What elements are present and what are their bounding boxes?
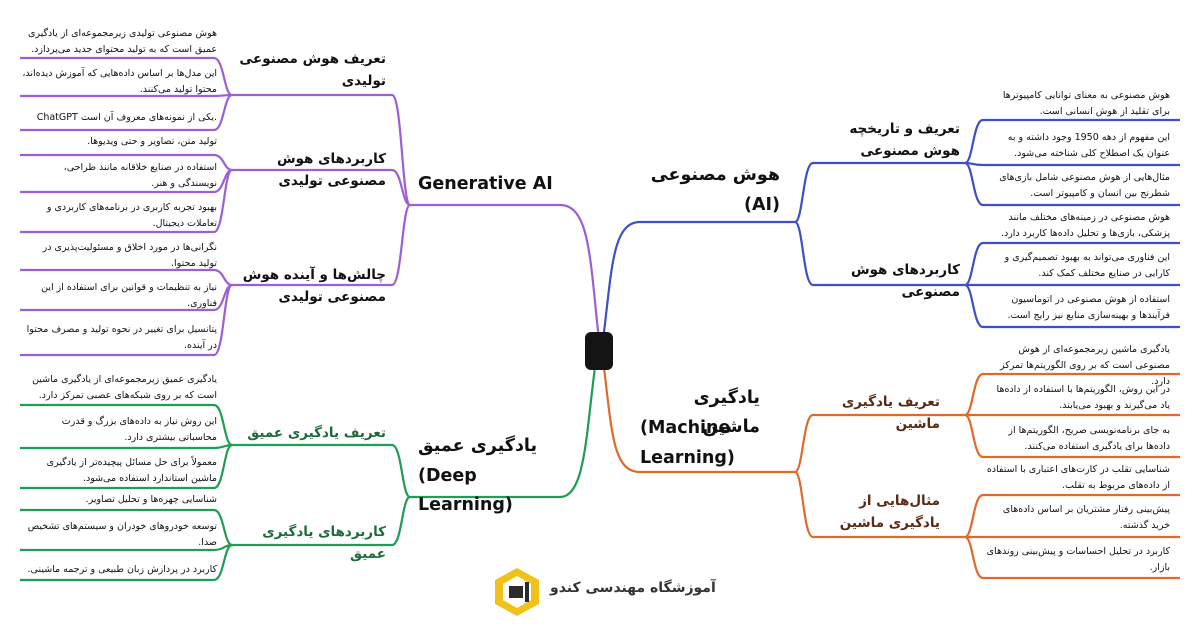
ml-examples-item: شناسایی تقلب در کارت‌های اعتباری با استف… xyxy=(986,464,1170,491)
dl-definition-item: معمولاً برای حل مسائل پیچیده‌تر از یادگی… xyxy=(46,457,217,484)
ai-definition-item: مثال‌هایی از هوش مصنوعی شامل بازی‌های شط… xyxy=(999,172,1170,199)
ml-examples-item: پیش‌بینی رفتار مشتریان بر اساس داده‌های … xyxy=(1002,504,1170,531)
dl-title-line-1: یادگیری عمیق xyxy=(418,436,538,456)
central-node xyxy=(585,332,613,370)
kando-logo xyxy=(495,568,539,616)
brand-name: آموزشگاه مهندسی کندو xyxy=(550,580,716,596)
dl-definition-title: تعریف یادگیری عمیق xyxy=(247,425,386,441)
dl-applications-title: کاربردهای یادگیری عمیق xyxy=(262,524,386,562)
gen-applications-item: استفاده در صنایع خلاقانه مانند طراحی، نو… xyxy=(63,162,217,189)
ai-connectors xyxy=(601,118,1180,341)
generative-ai-title: Generative AI xyxy=(418,174,553,194)
dl-connectors xyxy=(20,359,598,582)
ai-applications-title: کاربردهای هوش مصنوعی xyxy=(850,262,960,300)
ml-definition-item: به جای برنامه‌نویسی صریح، الگوریتم‌ها از… xyxy=(1008,425,1170,452)
dl-title-line-2: (Deep Learning) xyxy=(418,466,513,515)
generative-ai-connectors xyxy=(20,56,601,357)
ml-definition-item: در این روش، الگوریتم‌ها با استفاده از دا… xyxy=(996,384,1170,411)
dl-applications-item: کاربرد در پردازش زبان طبیعی و ترجمه ماشی… xyxy=(27,564,217,575)
dl-applications-item: شناسایی چهره‌ها و تحلیل تصاویر. xyxy=(85,494,217,505)
gen-definition-item: ChatGPT یکی از نمونه‌های معروف آن است. xyxy=(36,112,217,123)
gen-applications-item: بهبود تجربه کاربری در برنامه‌های کاربردی… xyxy=(46,202,217,229)
ml-examples-item: کاربرد در تحلیل احساسات و پیش‌بینی رونده… xyxy=(986,546,1170,573)
gen-definition-title: تعریف هوش مصنوعی تولیدی xyxy=(239,51,386,89)
ai-definition-item: هوش مصنوعی به معنای توانایی کامپیوترها ب… xyxy=(1002,90,1170,117)
ml-title-line-2: (Machine xyxy=(640,418,731,438)
dl-definition-item: یادگیری عمیق زیرمجموعه‌ای از یادگیری ماش… xyxy=(32,374,217,401)
dl-applications-item: توسعه خودروهای خودران و سیستم‌های تشخیص … xyxy=(27,521,217,548)
ai-applications-item: استفاده از هوش مصنوعی در اتوماسیون فرآین… xyxy=(1007,294,1170,321)
gen-definition-item: هوش مصنوعی تولیدی زیرمجموعه‌ای از یادگیر… xyxy=(27,28,217,55)
gen-applications-item: تولید متن، تصاویر و حتی ویدیوها. xyxy=(87,136,217,147)
ml-examples-title: مثال‌هایی از یادگیری ماشین xyxy=(839,493,940,531)
ai-applications-item: این فناوری می‌تواند به بهبود تصمیم‌گیری … xyxy=(1004,252,1170,279)
gen-definition-item: این مدل‌ها بر اساس داده‌هایی که آموزش دی… xyxy=(22,68,217,95)
ai-definition-title: تعریف و تاریخچه هوش مصنوعی xyxy=(849,121,960,159)
gen-challenges-item: پتانسیل برای تغییر در نحوه تولید و مصرف … xyxy=(26,324,217,351)
dl-definition-item: این روش نیاز به داده‌های بزرگ و قدرت محا… xyxy=(61,416,217,443)
ai-definition-item: این مفهوم از دهه 1950 وجود داشته و به عن… xyxy=(1007,132,1170,159)
ml-definition-title: تعریف یادگیری ماشین xyxy=(841,394,940,432)
ml-title-line-1: یادگیری ماشین xyxy=(693,388,760,437)
gen-challenges-item: نگرانی‌ها در مورد اخلاق و مسئولیت‌پذیری … xyxy=(42,242,217,269)
ml-definition-item: یادگیری ماشین زیرمجموعه‌ای از هوش مصنوعی… xyxy=(999,344,1170,387)
ml-title-line-3: Learning) xyxy=(640,448,735,468)
ml-connectors xyxy=(601,359,1180,580)
ai-applications-item: هوش مصنوعی در زمینه‌های مختلف مانند پزشک… xyxy=(1000,212,1170,239)
gen-challenges-title: چالش‌ها و آینده هوش مصنوعی تولیدی xyxy=(242,267,386,305)
gen-challenges-item: نیاز به تنظیمات و قوانین برای استفاده از… xyxy=(41,282,217,309)
gen-applications-title: کاربردهای هوش مصنوعی تولیدی xyxy=(276,151,386,189)
ai-title: هوش مصنوعی (AI) xyxy=(650,165,780,215)
